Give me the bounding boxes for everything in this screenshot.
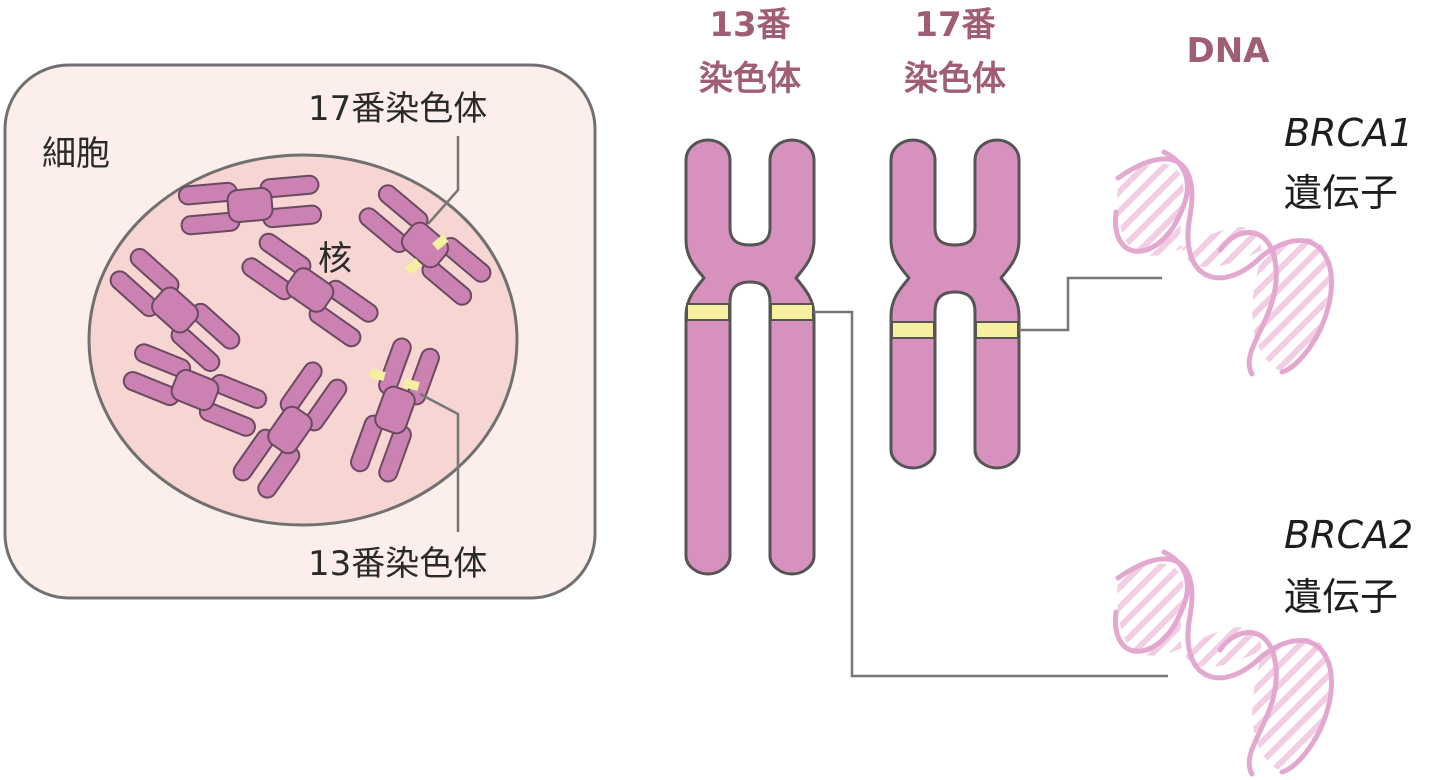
helix-fill [1117,163,1331,370]
brca2-gene-name: BRCA2 [1284,513,1413,557]
chr17-callout-label: 17番染色体 [308,89,487,129]
brca1-gene-suffix: 遺伝子 [1284,171,1398,215]
cell: 細胞 核 17番染色体 13番染色体 [3,63,597,600]
chr17-band-right [975,321,1019,339]
chr13-title-line2: 染色体 [699,59,801,99]
dna-helix-brca2 [1113,549,1334,777]
helix-fill [1117,563,1331,770]
cell-label: 細胞 [42,134,110,174]
helix-strand-b [1113,549,1279,777]
chr17-callout-line [427,136,460,225]
brca1-gene-name: BRCA1 [1284,111,1413,155]
nucleus-chromosome-bands [368,234,449,391]
chr13-title-line1: 13番 [709,5,791,45]
chromosome-17: 17番 染色体 [889,5,1021,470]
chr13-callout-line [419,392,460,532]
brca2-gene-suffix: 遺伝子 [1284,575,1398,619]
brca1-connector-line [1019,276,1162,332]
chr13-callout-label: 13番染色体 [308,544,487,584]
chr17-title-line2: 染色体 [904,59,1006,99]
chromosome-13: 13番 染色体 [684,5,816,576]
nucleus-label: 核 [318,239,352,279]
chr13-shape [684,138,816,576]
chr17-shape [889,138,1021,470]
chr13-band-right [770,303,814,321]
dna-helix-brca1 [1113,149,1334,377]
brca2-connector-line [814,310,1168,678]
chr13-band-left [686,303,730,321]
helix-strand-b [1113,149,1279,377]
dna-label: DNA [1187,31,1271,71]
chr17-band-left [891,321,935,339]
chr17-title-line1: 17番 [914,5,996,45]
